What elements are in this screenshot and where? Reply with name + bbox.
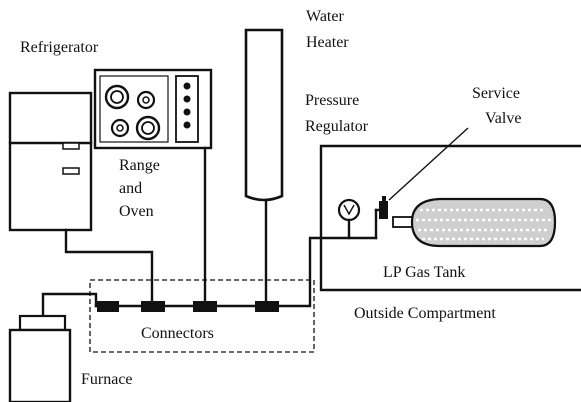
water-heater-label-2: Heater bbox=[306, 34, 349, 51]
connectors-label: Connectors bbox=[141, 325, 214, 342]
lp-gas-tank-label: LP Gas Tank bbox=[383, 264, 465, 281]
range-and-label: and bbox=[119, 180, 142, 197]
furnace-label: Furnace bbox=[81, 371, 133, 388]
lp-gas-tank bbox=[392, 197, 557, 248]
outside-compartment-boundary bbox=[319, 144, 581, 292]
connector-blocks bbox=[97, 301, 279, 312]
service-valve-leader bbox=[388, 127, 469, 201]
oven-label: Oven bbox=[119, 203, 154, 220]
connectors-enclosure bbox=[89, 279, 315, 353]
outside-compartment-label: Outside Compartment bbox=[354, 305, 496, 322]
service-valve bbox=[379, 196, 388, 219]
range-label: Range bbox=[119, 157, 160, 174]
pressure-regulator-label-1: Pressure bbox=[305, 92, 359, 109]
water-heater-label-1: Water bbox=[306, 8, 344, 25]
refrigerator bbox=[8, 91, 93, 232]
water-heater bbox=[244, 28, 284, 202]
range-and-oven bbox=[93, 68, 213, 150]
pressure-regulator-label-2: Regulator bbox=[305, 118, 369, 135]
service-valve-label-1: Service bbox=[472, 85, 520, 102]
refrigerator-label: Refrigerator bbox=[20, 39, 99, 56]
furnace bbox=[8, 314, 72, 402]
service-valve-label-2: Valve bbox=[485, 110, 521, 127]
pressure-gauge bbox=[337, 198, 361, 222]
